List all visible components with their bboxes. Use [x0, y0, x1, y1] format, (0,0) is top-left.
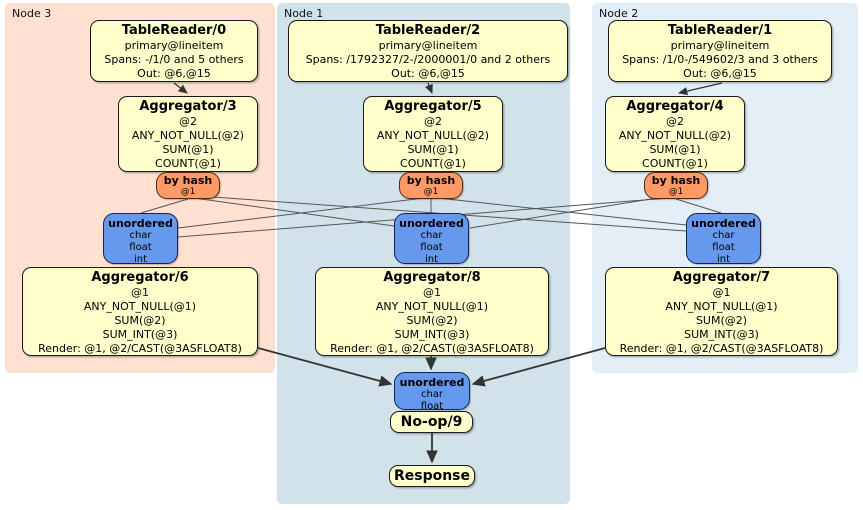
processor-detail: SUM(@1) — [407, 143, 459, 156]
sync-title: unordered — [691, 217, 756, 230]
router-title: by hash — [651, 174, 701, 187]
processor-title: Aggregator/8 — [383, 270, 481, 285]
processor-out: Out: @6,@15 — [391, 67, 465, 80]
processor-render: Render: @1, @2/CAST(@3ASFLOAT8) — [619, 342, 824, 355]
processor-detail: ANY_NOT_NULL(@2) — [618, 129, 732, 142]
processor-detail: SUM(@1) — [162, 143, 214, 156]
processor-title: Aggregator/5 — [384, 99, 482, 114]
sync-unordered-final: unordered char float — [394, 372, 470, 412]
processor-title: TableReader/0 — [121, 23, 227, 38]
processor-title: Aggregator/3 — [139, 99, 237, 114]
processor-aggregator-7: Aggregator/7 @1 ANY_NOT_NULL(@1) SUM(@2)… — [605, 267, 838, 356]
sync-title: unordered — [108, 217, 173, 230]
processor-detail: SUM_INT(@3) — [102, 328, 178, 341]
processor-aggregator-8: Aggregator/8 @1 ANY_NOT_NULL(@1) SUM(@2)… — [315, 267, 549, 356]
processor-spans: Spans: /1/0-/549602/3 and 3 others — [622, 53, 818, 66]
router-columns: @1 — [180, 187, 196, 197]
processor-detail: @2 — [424, 115, 442, 128]
processor-tablereader-1: TableReader/1 primary@lineitem Spans: /1… — [608, 20, 832, 82]
router-columns: @1 — [423, 187, 439, 197]
sync-column: float — [712, 242, 735, 253]
processor-detail: @1 — [712, 286, 731, 299]
region-label-node-3: Node 3 — [12, 7, 52, 20]
processor-aggregator-3: Aggregator/3 @2 ANY_NOT_NULL(@2) SUM(@1)… — [118, 96, 258, 172]
sync-column: float — [129, 242, 152, 253]
sync-unordered-node3: unordered char float int — [103, 213, 178, 265]
sync-column: char — [129, 230, 152, 241]
processor-index: primary@lineitem — [670, 39, 770, 52]
processor-title: Aggregator/4 — [626, 99, 724, 114]
processor-detail: @2 — [666, 115, 684, 128]
processor-aggregator-6: Aggregator/6 @1 ANY_NOT_NULL(@1) SUM(@2)… — [22, 267, 258, 356]
processor-response: Response — [389, 465, 475, 487]
sync-column: char — [420, 230, 443, 241]
processor-detail: @1 — [423, 286, 441, 299]
processor-spans: Spans: /1792327/2-/2000001/0 and 2 other… — [305, 53, 551, 66]
sync-column: char — [420, 389, 444, 400]
processor-title: No-op/9 — [400, 414, 463, 430]
processor-detail: ANY_NOT_NULL(@2) — [376, 129, 490, 142]
processor-detail: SUM(@2) — [114, 314, 166, 327]
processor-detail: SUM_INT(@3) — [684, 328, 759, 341]
router-by-hash-node2: by hash @1 — [644, 172, 708, 199]
processor-title: TableReader/2 — [375, 23, 481, 38]
processor-aggregator-4: Aggregator/4 @2 ANY_NOT_NULL(@2) SUM(@1)… — [605, 96, 745, 172]
sync-column: float — [420, 242, 443, 253]
processor-detail: SUM(@2) — [406, 314, 458, 327]
sync-column: int — [716, 254, 731, 265]
sync-title: unordered — [399, 217, 464, 230]
sync-unordered-node2: unordered char float int — [686, 213, 761, 265]
router-title: by hash — [406, 174, 456, 187]
sync-column: float — [420, 401, 444, 412]
processor-detail: ANY_NOT_NULL(@1) — [375, 300, 489, 313]
processor-detail: SUM(@2) — [695, 314, 748, 327]
processor-detail: ANY_NOT_NULL(@2) — [131, 129, 245, 142]
processor-detail: ANY_NOT_NULL(@1) — [665, 300, 778, 313]
processor-title: Aggregator/7 — [672, 270, 771, 285]
sync-unordered-node1: unordered char float int — [394, 213, 469, 265]
processor-detail: COUNT(@1) — [155, 157, 221, 170]
processor-render: Render: @1, @2/CAST(@3ASFLOAT8) — [330, 342, 534, 355]
router-by-hash-node3: by hash @1 — [156, 172, 220, 199]
processor-detail: ANY_NOT_NULL(@1) — [83, 300, 197, 313]
router-columns: @1 — [668, 187, 684, 197]
processor-noop-9: No-op/9 — [390, 411, 473, 433]
region-label-node-2: Node 2 — [599, 7, 639, 20]
processor-detail: SUM_INT(@3) — [394, 328, 470, 341]
processor-out: Out: @6,@15 — [137, 67, 211, 80]
processor-detail: @2 — [179, 115, 197, 128]
router-title: by hash — [163, 174, 213, 187]
processor-index: primary@lineitem — [378, 39, 478, 52]
sync-column: int — [424, 254, 439, 265]
sync-column: int — [133, 254, 148, 265]
router-by-hash-node1: by hash @1 — [399, 172, 463, 199]
processor-detail: @1 — [131, 286, 149, 299]
processor-tablereader-0: TableReader/0 primary@lineitem Spans: -/… — [90, 20, 258, 82]
processor-aggregator-5: Aggregator/5 @2 ANY_NOT_NULL(@2) SUM(@1)… — [363, 96, 503, 172]
processor-title: TableReader/1 — [667, 23, 773, 38]
processor-detail: SUM(@1) — [649, 143, 701, 156]
processor-index: primary@lineitem — [124, 39, 224, 52]
region-label-node-1: Node 1 — [284, 7, 324, 20]
sync-title: unordered — [399, 376, 465, 389]
processor-tablereader-2: TableReader/2 primary@lineitem Spans: /1… — [288, 20, 568, 82]
processor-title: Response — [393, 468, 471, 484]
processor-render: Render: @1, @2/CAST(@3ASFLOAT8) — [38, 342, 242, 355]
processor-out: Out: @6,@15 — [683, 67, 757, 80]
processor-detail: COUNT(@1) — [642, 157, 708, 170]
sync-column: char — [712, 230, 735, 241]
processor-detail: COUNT(@1) — [400, 157, 466, 170]
processor-title: Aggregator/6 — [91, 270, 189, 285]
processor-spans: Spans: -/1/0 and 5 others — [104, 53, 244, 66]
